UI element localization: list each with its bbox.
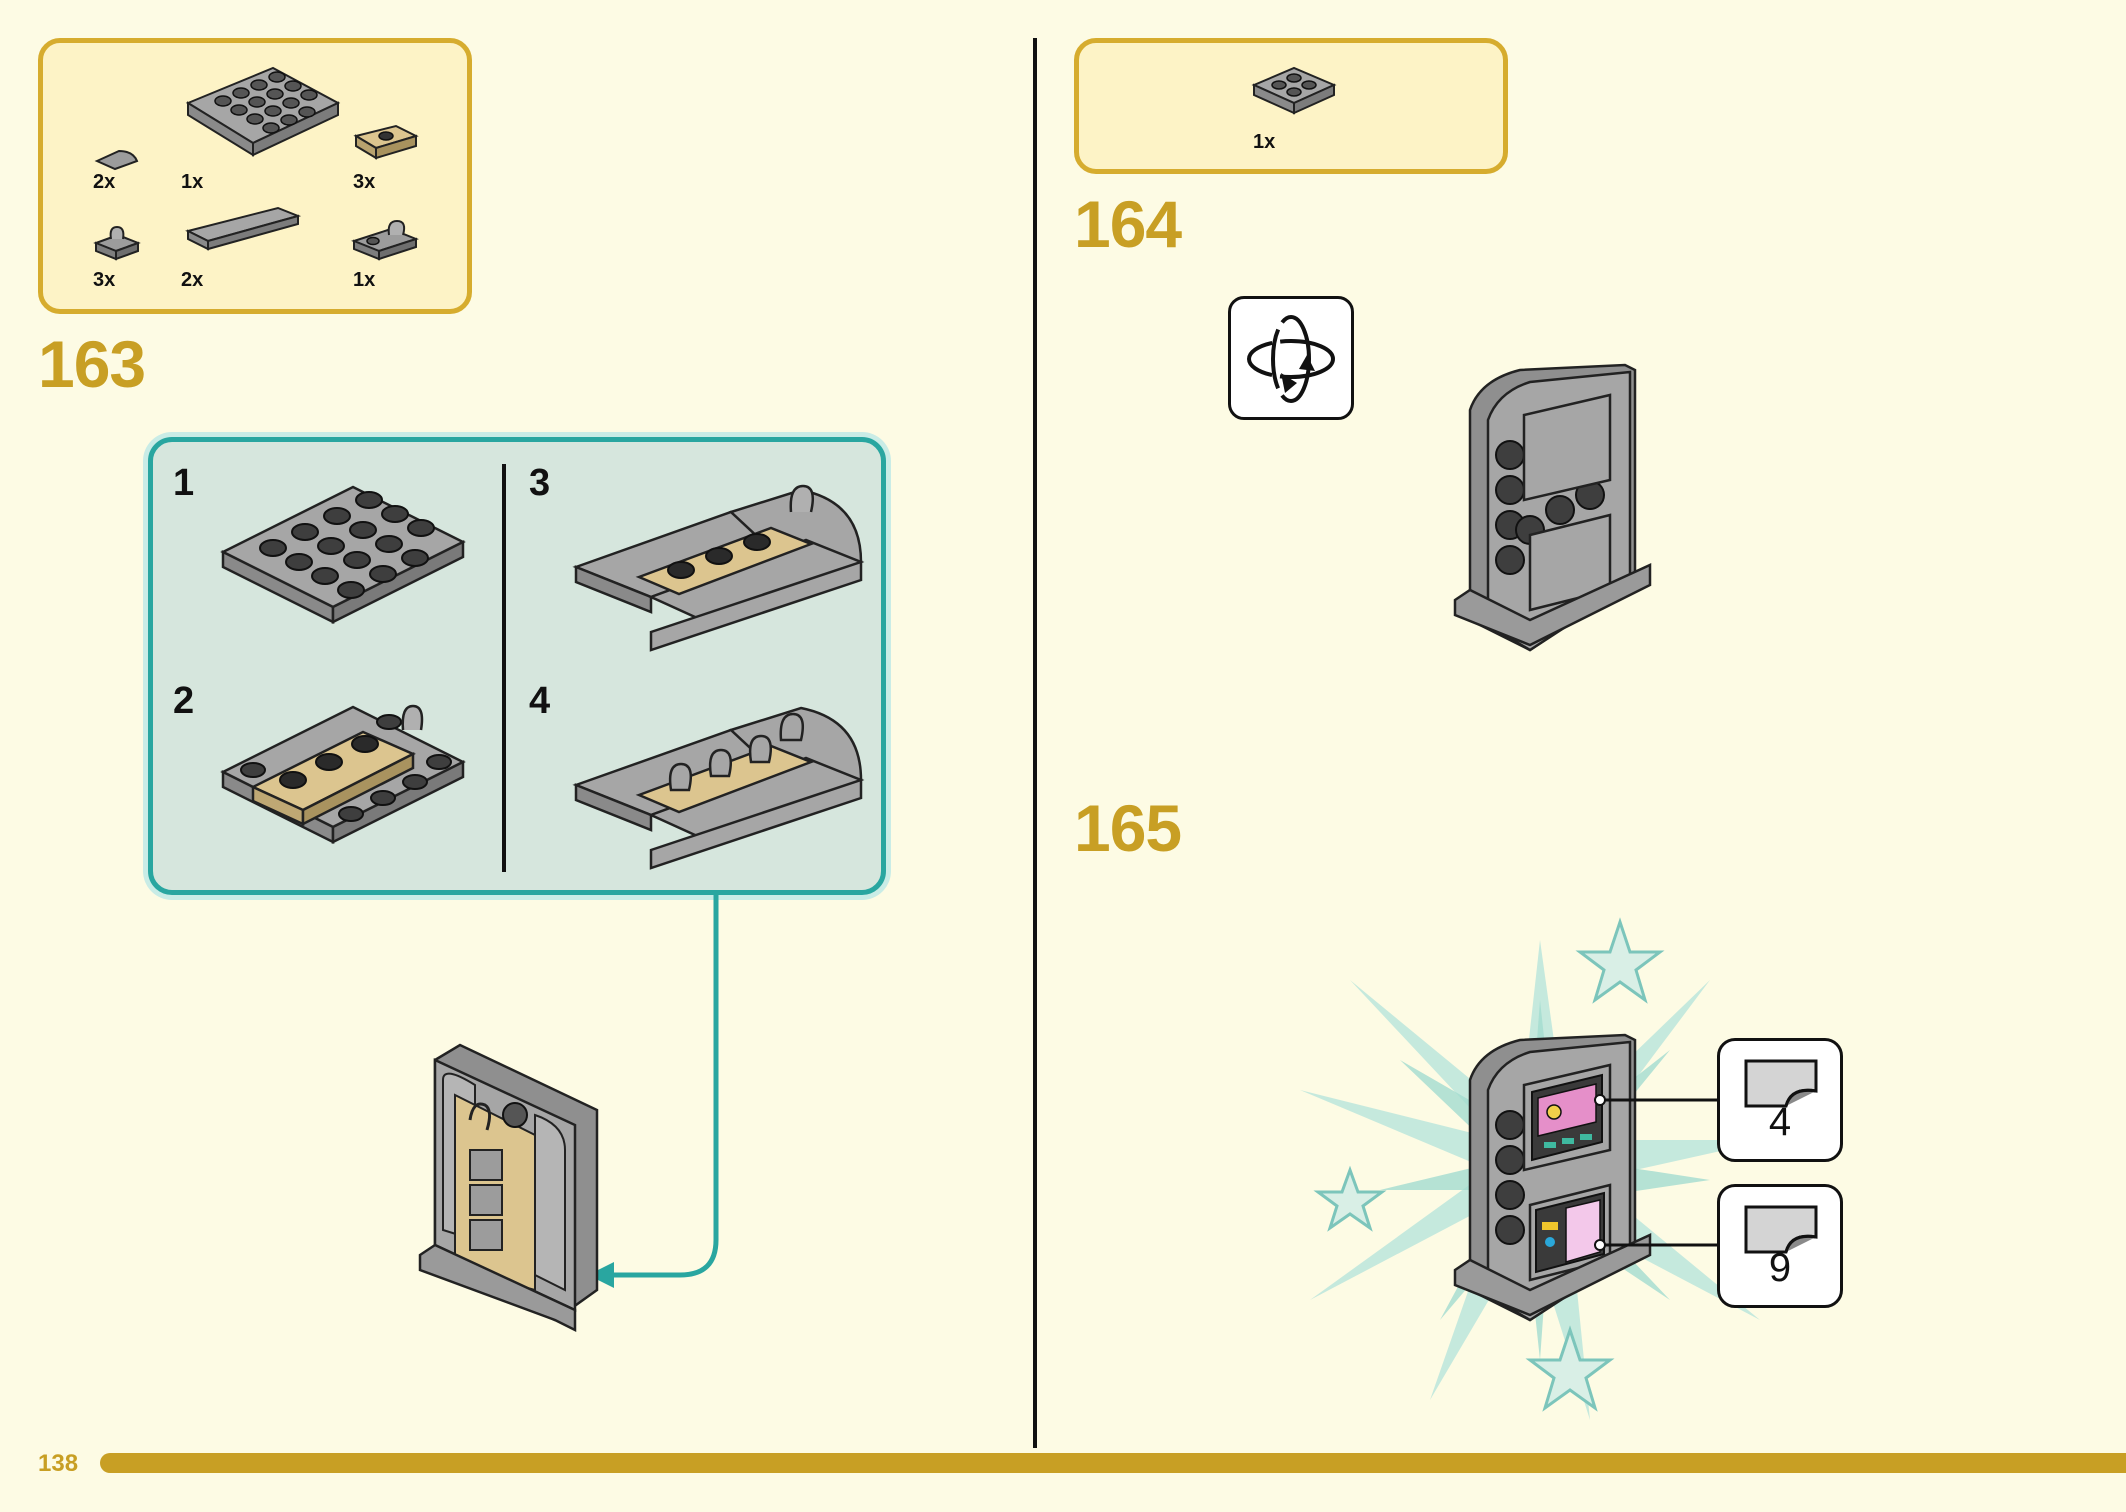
- sticker-sheet-icon: [1744, 1059, 1818, 1108]
- substep-number: 3: [529, 462, 551, 504]
- sticker-callout: 9: [1717, 1184, 1843, 1308]
- parts-callout-163: 2x 1x 3x 3x 2x 1x: [38, 38, 472, 314]
- substep-number: 4: [529, 680, 551, 722]
- sticker-number: 4: [1768, 1100, 1792, 1144]
- substep-2-assembly-illustration: [220, 704, 466, 845]
- substep-number: 1: [173, 462, 195, 504]
- part-qty: 1x: [353, 269, 376, 291]
- model-step-164-illustration: [1453, 363, 1652, 652]
- part-qty: 3x: [93, 269, 116, 291]
- sticker-number: 9: [1768, 1246, 1792, 1290]
- sticker-sheet-icon: [1744, 1205, 1818, 1254]
- parts-callout-164: 1x: [1074, 38, 1508, 174]
- page-divider: [1033, 38, 1037, 1448]
- grey-2x2-plate-icon: [1251, 66, 1337, 115]
- step-number-165: 165: [1074, 791, 1182, 865]
- part-qty: 1x: [1253, 131, 1276, 153]
- grey-clip-plate-double-icon: [351, 219, 419, 261]
- rotate-model-callout: [1228, 296, 1354, 420]
- substep-4-assembly-illustration: [572, 706, 865, 870]
- grey-quarter-round-tile-icon: [94, 149, 139, 171]
- step-number-164: 164: [1074, 187, 1182, 261]
- part-qty: 3x: [353, 171, 376, 193]
- model-step-165-illustration: [1453, 1033, 1652, 1322]
- part-qty: 2x: [181, 269, 204, 291]
- substep-3-assembly-illustration: [572, 484, 865, 652]
- model-step-163-illustration: [418, 1043, 599, 1333]
- substeps-panel: 1 2 3 4: [148, 437, 886, 895]
- sticker-callout: 4: [1717, 1038, 1843, 1162]
- page-number: 138: [38, 1450, 79, 1477]
- rotate-model-icon: [1247, 315, 1335, 403]
- step-number-163: 163: [38, 327, 146, 401]
- grey-4x4-plate-icon: [185, 66, 341, 157]
- grey-1x6-tile-icon: [185, 206, 302, 251]
- part-qty: 2x: [93, 171, 116, 193]
- substep-number: 2: [173, 680, 195, 722]
- substep-1-plate-illustration: [220, 485, 466, 625]
- substep-divider: [502, 464, 506, 872]
- footer-bar: [100, 1453, 2126, 1473]
- tan-1x2-jumper-plate-icon: [353, 124, 419, 160]
- grey-clip-plate-icon: [93, 225, 141, 261]
- part-qty: 1x: [181, 171, 204, 193]
